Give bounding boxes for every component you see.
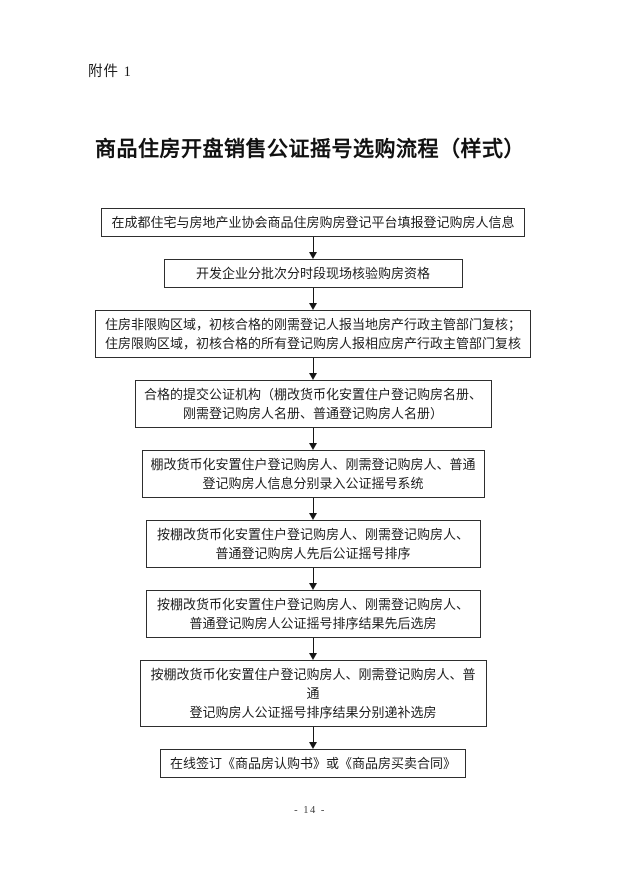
- flow-step-text: 开发企业分批次分时段现场核验购房资格: [195, 266, 430, 281]
- flowchart: 在成都住宅与房地产业协会商品住房购房登记平台填报登记购房人信息 开发企业分批次分…: [3, 208, 620, 778]
- arrow-shaft: [312, 568, 314, 583]
- flow-step-text: 按棚改货币化安置住户登记购房人、刚需登记购房人、: [156, 597, 469, 612]
- down-arrow-icon: [307, 638, 319, 660]
- flow-step-text: 普通登记购房人公证摇号排序结果先后选房: [189, 616, 437, 631]
- flow-step-text: 合格的提交公证机构（棚改货币化安置住户登记购房名册、: [143, 387, 482, 402]
- down-arrow-icon: [307, 568, 319, 590]
- arrow-head: [309, 583, 317, 590]
- attachment-label: 附件 1: [88, 64, 132, 80]
- arrow-head: [309, 742, 317, 749]
- flow-step-2: 开发企业分批次分时段现场核验购房资格: [163, 259, 463, 288]
- flow-step-text: 登记购房人信息分别录入公证摇号系统: [202, 476, 424, 491]
- down-arrow-icon: [307, 498, 319, 520]
- arrow-head: [309, 252, 317, 259]
- arrow-head: [309, 373, 317, 380]
- arrow-shaft: [312, 727, 314, 742]
- flow-step-5: 棚改货币化安置住户登记购房人、刚需登记购房人、普通 登记购房人信息分别录入公证摇…: [141, 450, 485, 498]
- arrow-shaft: [312, 358, 314, 373]
- flow-step-1: 在成都住宅与房地产业协会商品住房购房登记平台填报登记购房人信息: [101, 208, 525, 237]
- arrow-head: [309, 443, 317, 450]
- arrow-shaft: [312, 237, 314, 252]
- arrow-shaft: [312, 638, 314, 653]
- flow-step-text: 按棚改货币化安置住户登记购房人、刚需登记购房人、: [156, 527, 469, 542]
- flow-step-text: 住房非限购区域，初核合格的刚需登记人报当地房产行政主管部门复核；: [104, 317, 521, 332]
- arrow-shaft: [312, 288, 314, 303]
- page-number: - 14 -: [294, 805, 326, 816]
- flow-step-text: 普通登记购房人先后公证摇号排序: [215, 546, 411, 561]
- down-arrow-icon: [307, 288, 319, 310]
- flow-step-text: 在线签订《商品房认购书》或《商品房买卖合同》: [169, 756, 456, 771]
- arrow-head: [309, 653, 317, 660]
- flow-step-text: 在成都住宅与房地产业协会商品住房购房登记平台填报登记购房人信息: [111, 215, 515, 230]
- arrow-head: [309, 513, 317, 520]
- flow-step-3: 住房非限购区域，初核合格的刚需登记人报当地房产行政主管部门复核； 住房限购区域，…: [95, 310, 531, 358]
- flow-step-text: 登记购房人公证摇号排序结果分别递补选房: [189, 705, 437, 720]
- flow-step-6: 按棚改货币化安置住户登记购房人、刚需登记购房人、 普通登记购房人先后公证摇号排序: [145, 520, 481, 568]
- flow-step-text: 刚需登记购房人名册、普通登记购房人名册）: [182, 406, 443, 421]
- flow-step-text: 住房限购区域，初核合格的所有登记购房人报相应房产行政主管部门复核: [104, 336, 521, 351]
- flow-step-text: 棚改货币化安置住户登记购房人、刚需登记购房人、普通: [150, 457, 476, 472]
- flow-step-8: 按棚改货币化安置住户登记购房人、刚需登记购房人、普通 登记购房人公证摇号排序结果…: [139, 660, 487, 727]
- down-arrow-icon: [307, 727, 319, 749]
- flow-step-text: 按棚改货币化安置住户登记购房人、刚需登记购房人、普通: [150, 667, 476, 701]
- down-arrow-icon: [307, 358, 319, 380]
- arrow-shaft: [312, 498, 314, 513]
- arrow-shaft: [312, 428, 314, 443]
- down-arrow-icon: [307, 428, 319, 450]
- flow-step-7: 按棚改货币化安置住户登记购房人、刚需登记购房人、 普通登记购房人公证摇号排序结果…: [145, 590, 481, 638]
- flow-step-9: 在线签订《商品房认购书》或《商品房买卖合同》: [160, 749, 466, 778]
- down-arrow-icon: [307, 237, 319, 259]
- page-title: 商品住房开盘销售公证摇号选购流程（样式）: [95, 138, 525, 161]
- flow-step-4: 合格的提交公证机构（棚改货币化安置住户登记购房名册、 刚需登记购房人名册、普通登…: [134, 380, 492, 428]
- arrow-head: [309, 303, 317, 310]
